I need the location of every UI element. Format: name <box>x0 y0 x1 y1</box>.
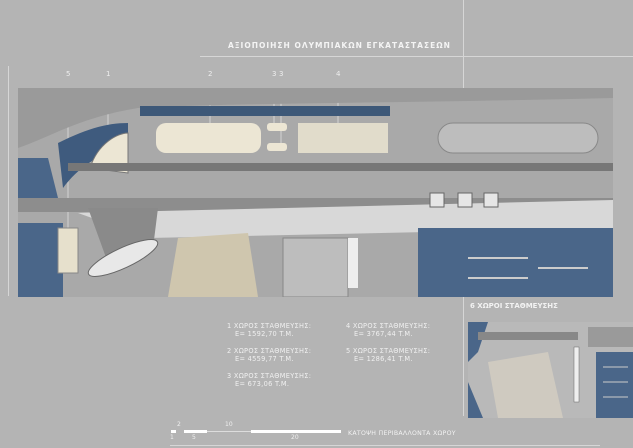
frame-line-inset <box>463 296 464 416</box>
legend-item: 3 ΧΩΡΟΣ ΣΤΑΘΜΕΥΣΗΣ:E= 673,06 T.M. <box>227 372 312 388</box>
site-plan-drawing <box>18 88 613 297</box>
scale-tick: 1 <box>170 434 174 441</box>
frame-line-top <box>200 56 633 57</box>
scale-tick: 5 <box>192 434 196 441</box>
scale-segment <box>207 431 251 432</box>
page-title: ΑΞΙΟΠΟΙΗΣΗ ΟΛΥΜΠΙΑΚΩΝ ΕΓΚΑΤΑΣΤΑΣΕΩΝ <box>228 41 451 50</box>
drawing-caption: ΚΑΤΟΨΗ ΠΕΡΙΒΑΛΛΟΝΤΑ ΧΩΡΟΥ <box>348 430 456 437</box>
plan-marker: 5 <box>66 70 71 78</box>
legend-item: 4 ΧΩΡΟΣ ΣΤΑΘΜΕΥΣΗΣ:E= 3767,44 T.M. <box>346 322 431 338</box>
plan-marker: 3 <box>272 70 277 78</box>
scale-segment <box>251 430 341 433</box>
frame-line-left <box>8 66 9 296</box>
legend-item: 2 ΧΩΡΟΣ ΣΤΑΘΜΕΥΣΗΣ:E= 4559,77 T.M. <box>227 347 312 363</box>
inset-plan-drawing <box>468 322 633 418</box>
scale-segment <box>171 430 176 433</box>
legend-item: 1 ΧΩΡΟΣ ΣΤΑΘΜΕΥΣΗΣ:E= 1592,70 T.M. <box>227 322 312 338</box>
inset-title: 6 ΧΩΡΟΙ ΣΤΑΘΜΕΥΣΗΣ <box>470 302 558 310</box>
legend-item: 5 ΧΩΡΟΣ ΣΤΑΘΜΕΥΣΗΣ:E= 1286,41 T.M. <box>346 347 431 363</box>
plan-marker: 4 <box>336 70 341 78</box>
plan-marker: 3 <box>279 70 284 78</box>
plan-marker: 2 <box>208 70 213 78</box>
scale-tick: 10 <box>225 421 233 428</box>
scale-tick: 2 <box>177 421 181 428</box>
plan-marker: 1 <box>106 70 111 78</box>
frame-line-bottom <box>170 445 600 446</box>
scale-tick: 20 <box>291 434 299 441</box>
scale-bar: 2 10 1 5 20 <box>170 421 345 442</box>
frame-line-vertical <box>463 0 464 88</box>
scale-segment <box>184 430 207 433</box>
